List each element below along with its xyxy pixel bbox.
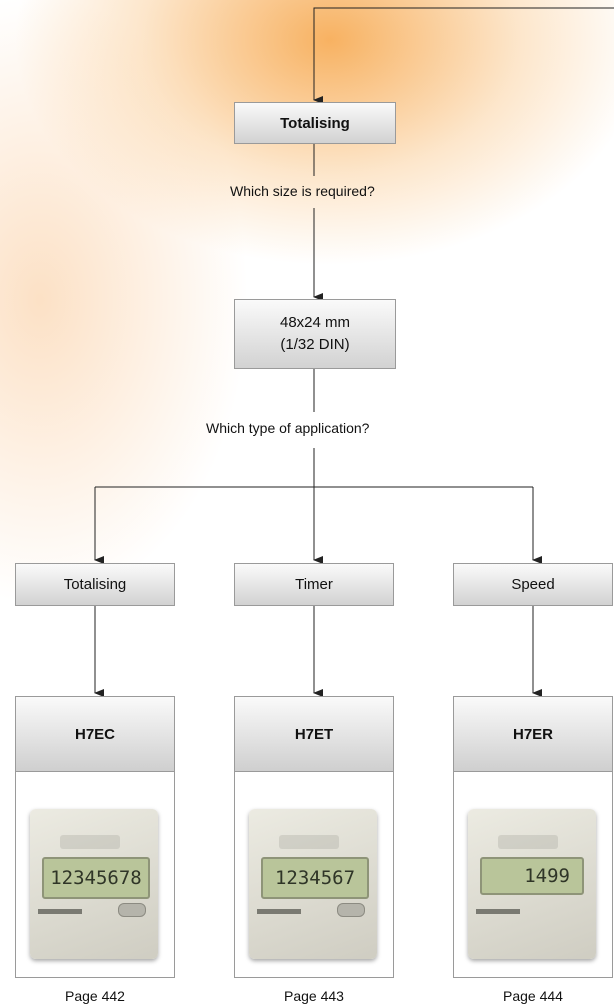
lcd-display: 1234567 [261, 857, 369, 899]
product-name: H7EC [16, 697, 174, 772]
product-card-h7er: H7ER 1499 [453, 696, 613, 978]
branch-label: Speed [511, 576, 555, 593]
counter-device-image: 12345678 [30, 809, 158, 959]
size-line-2: (1/32 DIN) [280, 336, 350, 353]
page-ref-h7ec: Page 442 [65, 988, 125, 1004]
product-name: H7ET [235, 697, 393, 772]
product-card-h7et: H7ET 1234567 [234, 696, 394, 978]
lcd-display: 12345678 [42, 857, 150, 899]
product-name: H7ER [454, 697, 612, 772]
root-node: Totalising [234, 102, 396, 144]
branch-totalising: Totalising [15, 563, 175, 606]
page-ref-h7et: Page 443 [284, 988, 344, 1004]
question-size: Which size is required? [230, 183, 375, 199]
brand-label-mark [476, 909, 520, 914]
product-card-h7ec: H7EC 12345678 [15, 696, 175, 978]
page-ref-h7er: Page 444 [503, 988, 563, 1004]
branch-label: Timer [295, 576, 333, 593]
brand-label-mark [257, 909, 301, 914]
size-node: 48x24 mm (1/32 DIN) [234, 299, 396, 369]
tachometer-device-image: 1499 [468, 809, 596, 959]
root-node-label: Totalising [280, 114, 350, 132]
brand-label-mark [38, 909, 82, 914]
connector-top-feed [313, 7, 614, 104]
branch-timer: Timer [234, 563, 394, 606]
branch-label: Totalising [63, 576, 127, 593]
question-application: Which type of application? [206, 420, 370, 436]
size-line-1: 48x24 mm [279, 314, 351, 331]
reset-button-graphic [118, 903, 146, 917]
reset-button-graphic [337, 903, 365, 917]
branch-speed: Speed [453, 563, 613, 606]
timer-device-image: 1234567 [249, 809, 377, 959]
lcd-display: 1499 [480, 857, 584, 895]
